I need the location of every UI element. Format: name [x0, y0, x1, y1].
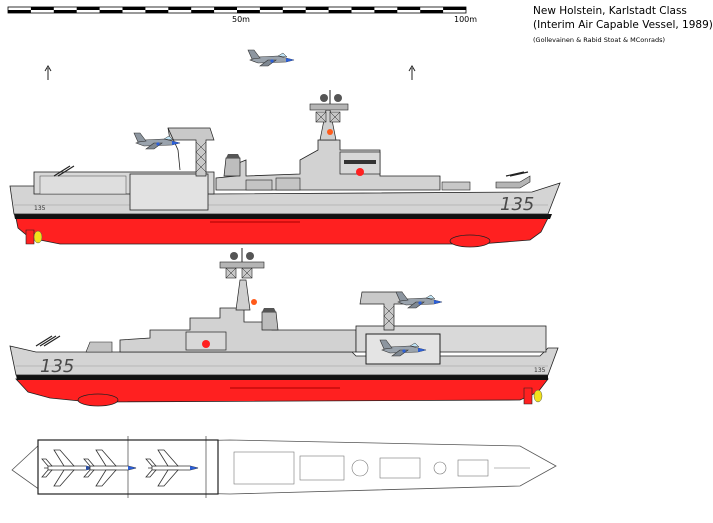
scale-segment: [145, 10, 169, 13]
scale-segment: [214, 7, 237, 10]
scale-bar: [7, 6, 467, 14]
scale-label-50m: 50m: [232, 15, 250, 24]
scale-segment: [8, 10, 31, 13]
scale-segment: [53, 10, 77, 13]
scale-segment: [420, 10, 444, 13]
drawing-title: New Holstein, Karlstadt Class (Interim A…: [533, 4, 713, 45]
upper-hull-number: 135: [500, 194, 534, 215]
scale-segment: [259, 7, 283, 10]
lower-ship-profile: 135 135: [9, 248, 559, 407]
scale-segment: [237, 10, 260, 13]
scale-label-100m: 100m: [454, 15, 478, 24]
scale-segment: [76, 7, 100, 10]
scale-segment: [191, 10, 215, 13]
upper-ship-profile: 135 135: [9, 49, 561, 248]
credits-text: (Gollevainen & Rabid Stoat & MConrads): [533, 36, 666, 44]
scale-segment: [443, 7, 466, 10]
scale-segment: [305, 7, 329, 10]
lower-hull-number: 135: [40, 356, 74, 377]
scale-segment: [397, 7, 421, 10]
scale-segment: [168, 7, 192, 10]
scale-segment: [351, 7, 375, 10]
scale-segment: [99, 10, 123, 13]
scale-segment: [374, 10, 398, 13]
title-line-1: New Holstein, Karlstadt Class: [533, 5, 687, 17]
lower-stern-number: 135: [534, 367, 546, 374]
title-line-2: (Interim Air Capable Vessel, 1989): [533, 19, 713, 31]
deck-plan-view: [11, 436, 557, 498]
scale-segment: [30, 7, 54, 10]
scale-segment: [328, 10, 352, 13]
scale-segment: [122, 7, 146, 10]
flying-aircraft: [247, 49, 295, 67]
upper-stern-number: 135: [34, 205, 46, 212]
lower-underwater-hull: [15, 378, 549, 403]
scale-segment: [282, 10, 306, 13]
